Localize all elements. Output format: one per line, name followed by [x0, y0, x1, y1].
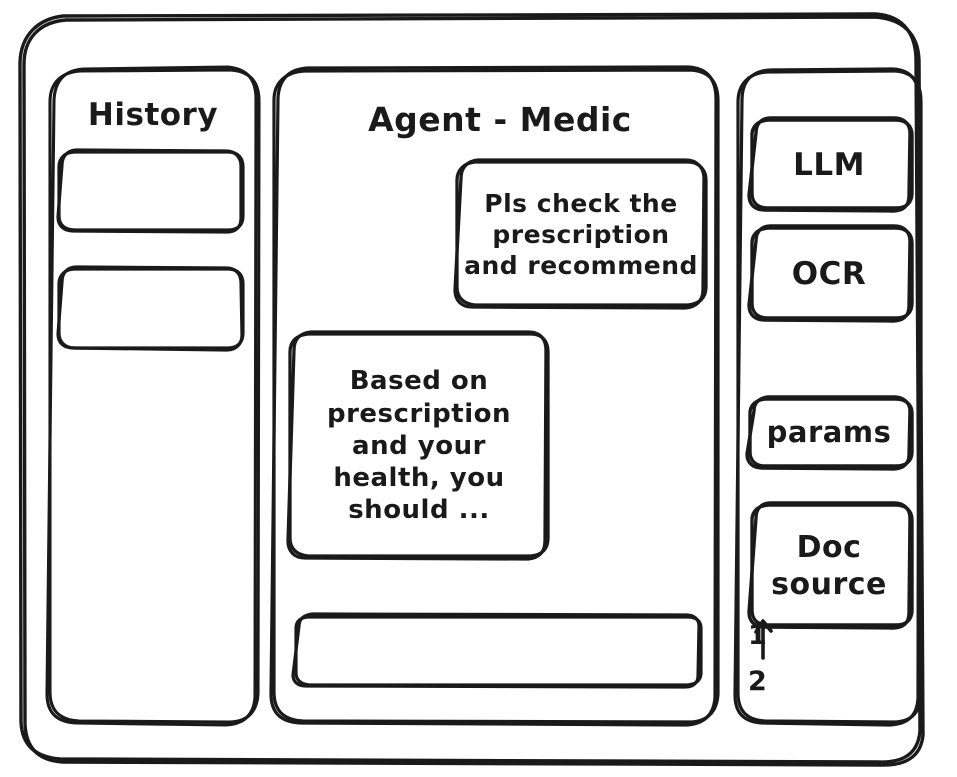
- assistant-message-bubble[interactable]: [288, 332, 548, 559]
- message-input[interactable]: [293, 614, 701, 687]
- llm-button-label: LLM: [793, 146, 865, 183]
- user-message-bubble[interactable]: [455, 160, 706, 308]
- ocr-button-label: OCR: [791, 255, 867, 292]
- doc-source-item-1[interactable]: 1: [748, 620, 768, 652]
- assistant-message-text: Based on prescription and your health, y…: [326, 366, 511, 526]
- params-button-label: params: [766, 415, 892, 450]
- ocr-button[interactable]: [749, 226, 912, 321]
- doc-source-box[interactable]: [749, 503, 912, 628]
- history-item[interactable]: [58, 267, 244, 350]
- doc-source-item-2[interactable]: 2: [748, 666, 768, 698]
- doc-source-label: Doc source: [771, 529, 887, 602]
- history-item[interactable]: [58, 150, 244, 232]
- user-message-text: Pls check the prescription and recommend: [464, 188, 698, 280]
- llm-button[interactable]: [749, 118, 912, 211]
- agent-title: Agent - Medic: [368, 99, 632, 139]
- params-button[interactable]: [747, 397, 912, 469]
- history-panel-title: History: [87, 96, 219, 133]
